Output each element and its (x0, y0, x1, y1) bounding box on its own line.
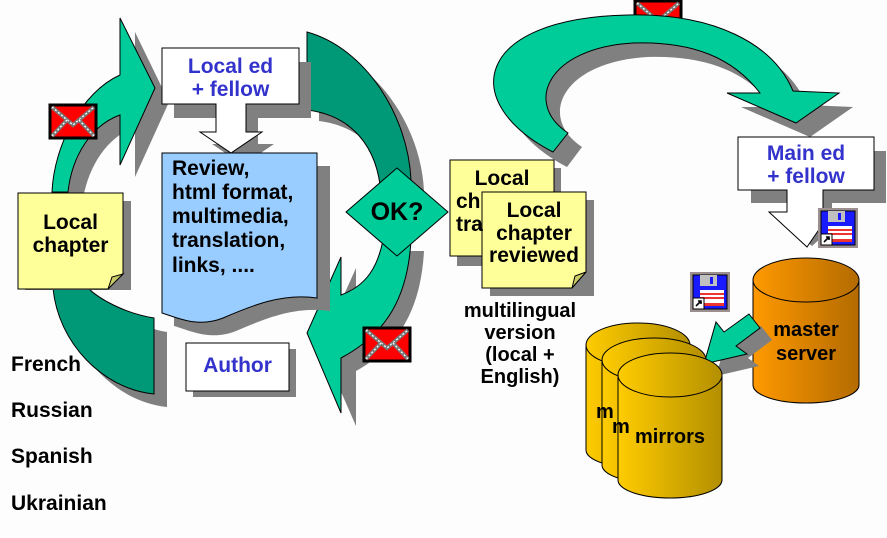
floppy-disk-shortcut-icon (817, 207, 859, 249)
envelope-icon (362, 326, 412, 363)
translated-note-label: Local (474, 168, 530, 190)
local-chapter-note (17, 192, 125, 290)
arrow-to-mirrors (703, 313, 761, 365)
author-label: Author (203, 354, 272, 377)
language-item: Ukrainian (11, 491, 107, 515)
reviewed-note (481, 191, 587, 289)
arrow-to-local-editor (51, 17, 156, 193)
review-document (161, 152, 318, 323)
svg-text:m: m (596, 401, 614, 423)
language-list: French Russian Spanish Ukrainian (11, 330, 107, 538)
multilingual-caption: multilingual version (local + English) (463, 300, 577, 388)
local-editor-label: Local ed + fellow (187, 55, 274, 101)
master-server-cylinder (752, 257, 860, 404)
arc-bottom-left (52, 287, 155, 395)
svg-text:m: m (612, 416, 630, 438)
arrow-to-main-editor (493, 14, 841, 153)
language-item: Russian (11, 399, 93, 423)
envelope-icon (48, 103, 98, 140)
language-item: Spanish (11, 445, 93, 469)
language-item: French (11, 353, 82, 377)
mirror-cylinder (617, 352, 723, 499)
author-box (185, 342, 290, 392)
arrow-return-to-author (306, 239, 412, 414)
decision-label: OK? (370, 198, 424, 226)
review-tasks-label: Review, html format, multimedia, transla… (172, 157, 294, 277)
local-editor-callout (161, 47, 300, 154)
decision-diamond (345, 167, 449, 257)
mirrors-label: mirrors (634, 426, 706, 448)
master-server-label: master server (773, 319, 839, 365)
main-editor-label: Main ed + fellow (766, 142, 846, 188)
floppy-disk-shortcut-icon (689, 271, 731, 313)
local-chapter-label: Local chapter (32, 211, 109, 257)
workflow-diagram: m m (17, 0, 886, 499)
reviewed-note-label: Local chapter reviewed (489, 199, 579, 268)
